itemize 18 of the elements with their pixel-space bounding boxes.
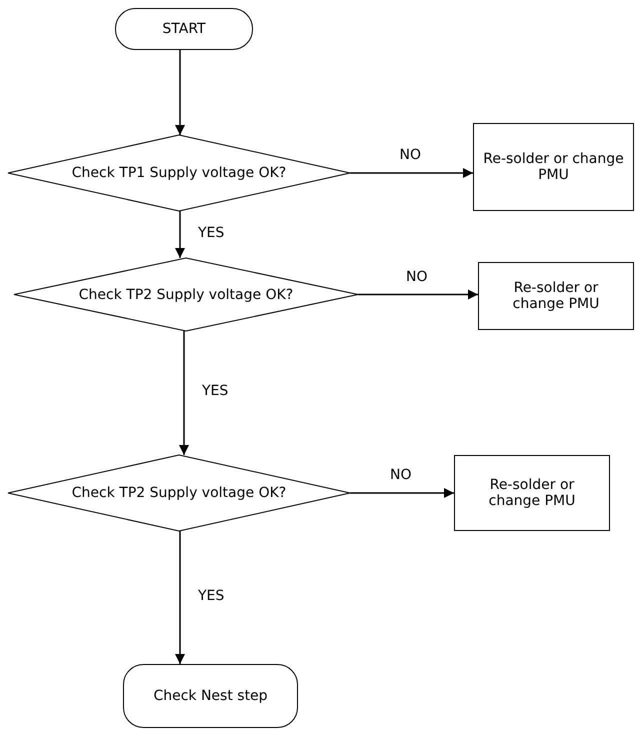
arrow: [175, 211, 185, 258]
node-text: Re-solder or change PMU: [488, 477, 576, 509]
arrow: [350, 488, 454, 498]
edge-label: YES: [196, 224, 226, 240]
node-text: START: [162, 21, 206, 37]
edge-label: NO: [404, 268, 430, 284]
arrow: [175, 531, 185, 664]
node-text: Check TP2 Supply voltage OK?: [78, 286, 294, 302]
node-text: Re-solder or change PMU: [512, 280, 600, 312]
node-text: Check TP2 Supply voltage OK?: [72, 485, 286, 501]
edge-label: YES: [196, 588, 226, 604]
node-text: Check Nest step: [153, 688, 268, 704]
arrow: [175, 50, 185, 135]
arrow: [179, 331, 189, 455]
arrow: [358, 290, 478, 300]
node-text: Re-solder or change PMU: [483, 151, 624, 183]
node-text: Check TP1 Supply voltage OK?: [72, 165, 286, 181]
arrow: [350, 168, 473, 178]
